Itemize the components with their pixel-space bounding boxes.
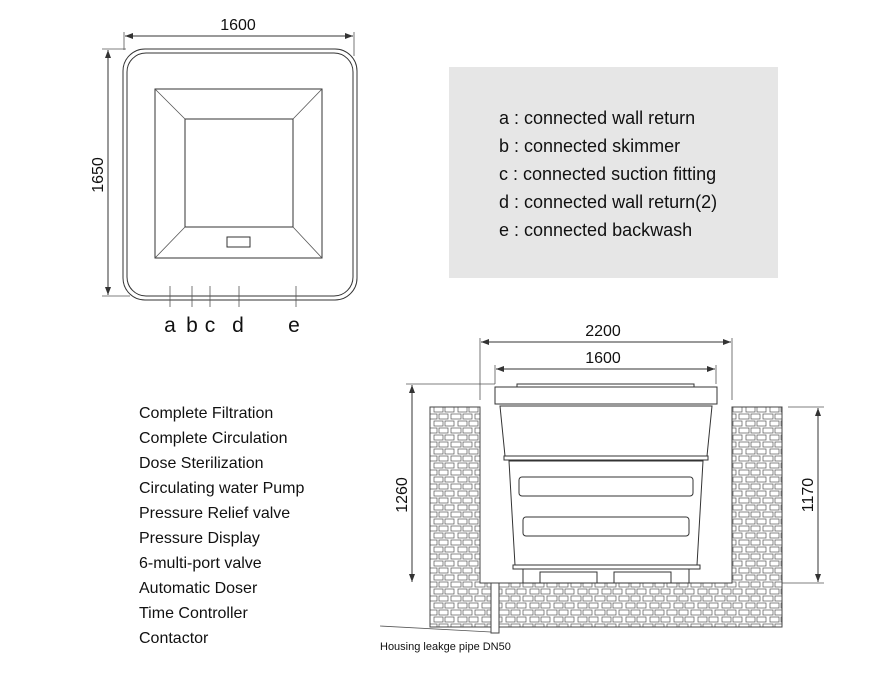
feature-item: Contactor xyxy=(139,630,209,647)
marker-d: d xyxy=(232,314,244,337)
side-view: 2200 1600 1260 1170 Hou xyxy=(379,323,824,653)
connection-markers: a b c d e xyxy=(164,286,300,337)
marker-b: b xyxy=(186,314,198,337)
legend-item: c : connected suction fitting xyxy=(499,164,716,184)
height-dimension: 1650 xyxy=(90,157,107,193)
right-height-dimension: 1170 xyxy=(800,478,817,513)
legend-item: e : connected backwash xyxy=(499,220,692,240)
legend-item: a : connected wall return xyxy=(499,108,695,128)
feature-item: 6-multi-port valve xyxy=(139,555,262,572)
leakage-pipe xyxy=(490,582,500,634)
tub-basin xyxy=(184,118,294,228)
width-dimension: 1600 xyxy=(220,17,256,34)
tub-outline xyxy=(122,48,358,301)
feature-item: Dose Sterilization xyxy=(139,455,264,472)
marker-c: c xyxy=(205,314,216,337)
feature-item: Pressure Display xyxy=(139,530,260,547)
marker-e: e xyxy=(288,314,300,337)
feature-item: Circulating water Pump xyxy=(139,480,305,497)
tub-side xyxy=(494,383,718,584)
legend-item: d : connected wall return(2) xyxy=(499,192,717,212)
tub-inner-frame xyxy=(154,88,323,259)
feature-item: Automatic Doser xyxy=(139,580,258,597)
skimmer-opening xyxy=(226,236,251,248)
legend-box: a : connected wall return b : connected … xyxy=(449,67,778,278)
feature-item: Complete Filtration xyxy=(139,405,273,422)
feature-list: Complete Filtration Complete Circulation… xyxy=(139,405,305,647)
pipe-caption: Housing leakge pipe DN50 xyxy=(380,641,511,653)
legend-item: b : connected skimmer xyxy=(499,136,680,156)
feature-item: Time Controller xyxy=(139,605,248,622)
top-view: 1600 1650 a b c d e xyxy=(90,17,358,337)
left-height-dimension: 1260 xyxy=(394,477,411,513)
feature-item: Complete Circulation xyxy=(139,430,288,447)
marker-a: a xyxy=(164,314,176,337)
feature-item: Pressure Relief valve xyxy=(139,505,290,522)
inner-width-dimension: 1600 xyxy=(585,350,621,367)
outer-width-dimension: 2200 xyxy=(585,323,621,340)
